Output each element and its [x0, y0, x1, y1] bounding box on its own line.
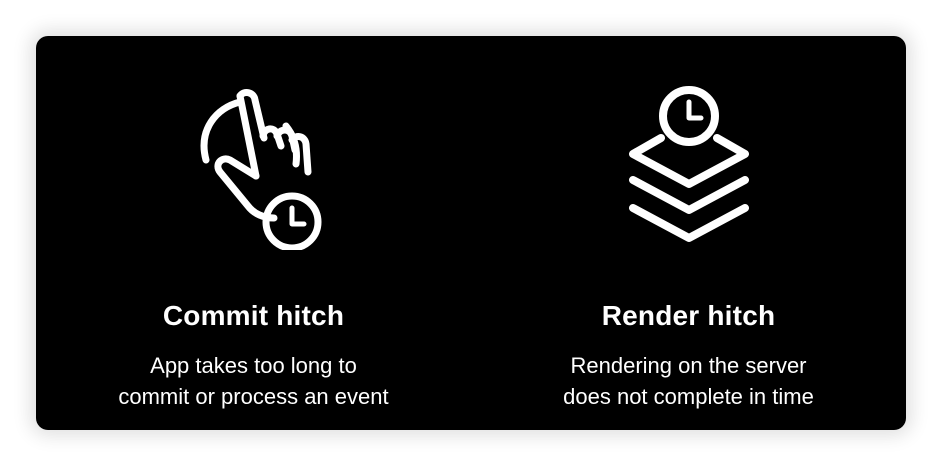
- stacked-layers-with-clock-icon: [471, 80, 906, 250]
- commit-hitch-description-line-2: commit or process an event: [118, 384, 389, 409]
- hitch-types-card: Commit hitch App takes too long to commi…: [36, 36, 906, 430]
- render-hitch-column: Render hitch Rendering on the server doe…: [471, 36, 906, 430]
- commit-hitch-description: App takes too long to commit or process …: [36, 350, 471, 412]
- render-hitch-title: Render hitch: [601, 300, 776, 331]
- render-hitch-description-line-1: Rendering on the server: [570, 353, 807, 378]
- commit-hitch-title: Commit hitch: [162, 300, 345, 331]
- commit-hitch-description-line-1: App takes too long to: [150, 353, 357, 378]
- render-hitch-description-line-2: does not complete in time: [563, 384, 814, 409]
- commit-hitch-column: Commit hitch App takes too long to commi…: [36, 36, 471, 430]
- hand-tap-with-clock-icon: [36, 80, 471, 250]
- render-hitch-description: Rendering on the server does not complet…: [471, 350, 906, 412]
